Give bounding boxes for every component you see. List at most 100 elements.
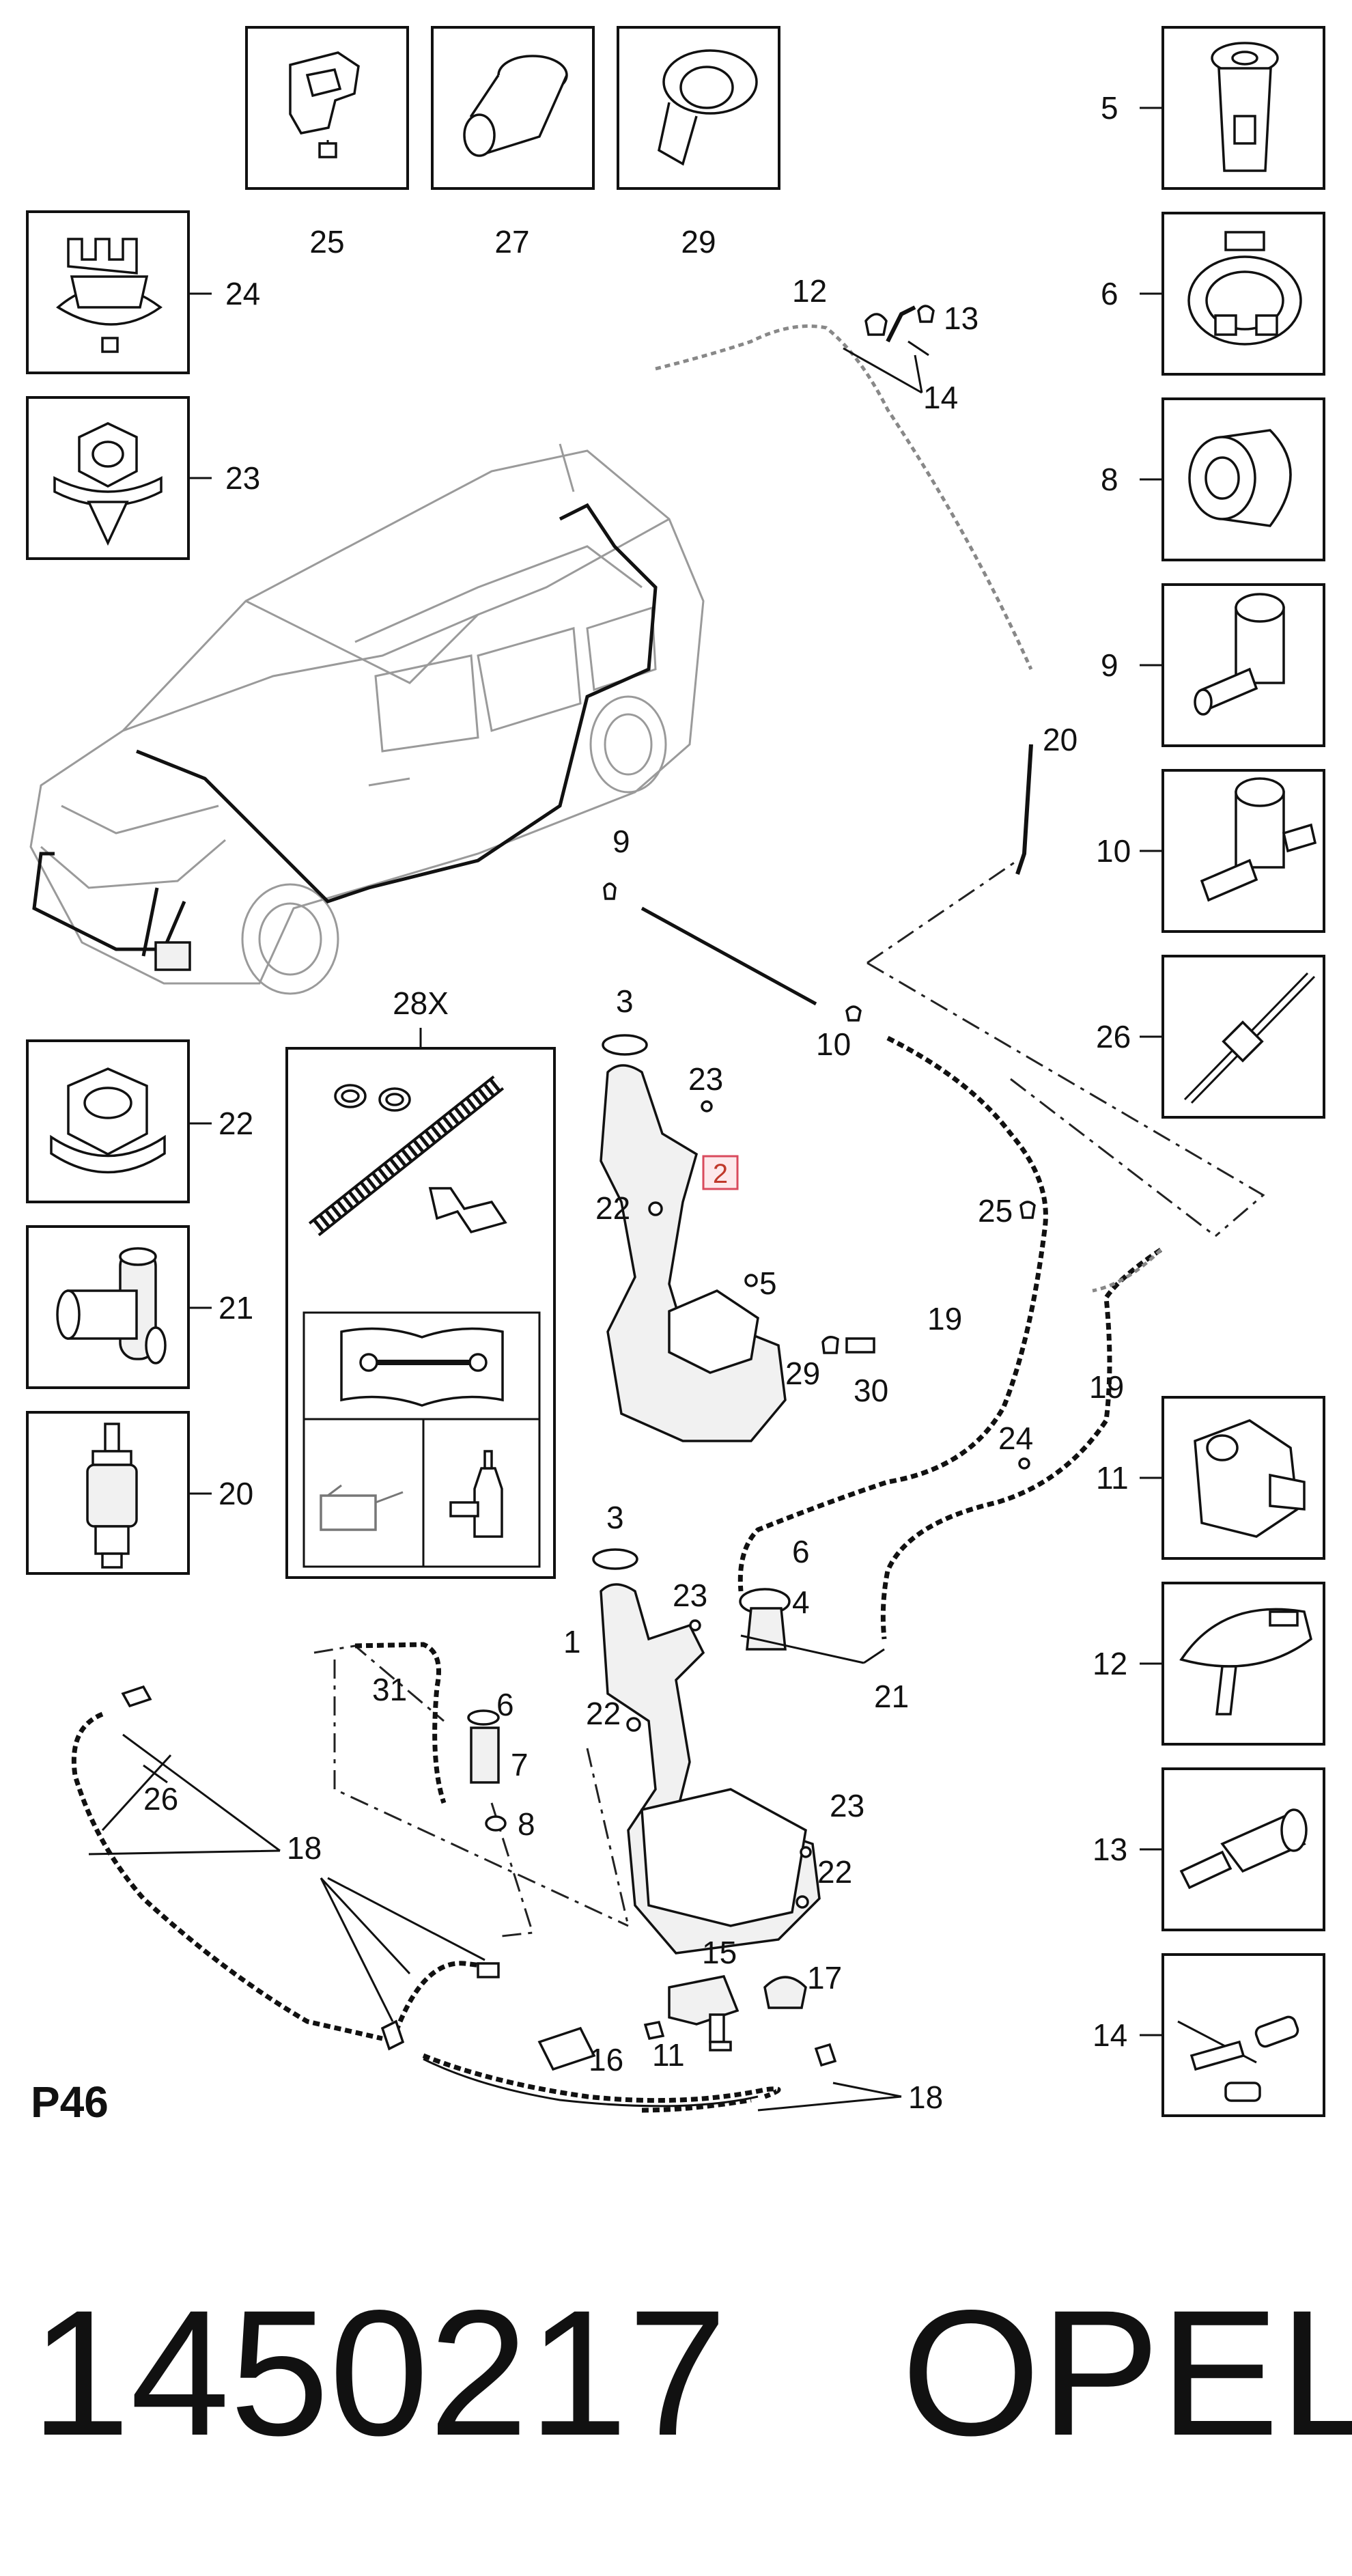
callout-diagram-17: 17	[807, 1960, 842, 1996]
check-valve-10	[845, 1005, 862, 1022]
part-box-12[interactable]	[1161, 1582, 1325, 1746]
callout-diagram-5: 5	[759, 1265, 777, 1301]
vehicle-outline	[29, 443, 705, 995]
callout-diagram-12: 12	[792, 273, 827, 309]
part-box-27[interactable]	[431, 26, 595, 190]
callout-10: 10	[1096, 833, 1131, 869]
rear-washer-hose	[655, 324, 1033, 671]
manual-book-wrench-icon	[340, 1327, 504, 1407]
nozzle-17	[763, 1976, 807, 2009]
callout-14: 14	[1093, 2017, 1127, 2053]
callout-diagram-15: 15	[702, 1935, 737, 1970]
part-box-5[interactable]	[1161, 26, 1325, 190]
callout-23: 23	[225, 460, 260, 496]
cover-16	[537, 2026, 596, 2071]
reservoir-2[interactable]	[600, 1064, 787, 1442]
callout-20: 20	[219, 1476, 253, 1511]
dashed-reference-lines	[867, 859, 1265, 1237]
callout-diagram-20: 20	[1043, 722, 1078, 757]
callout-diagram-1: 1	[563, 1624, 581, 1660]
kit-box-28x[interactable]	[285, 1047, 556, 1579]
callout-diagram-19-upper: 19	[927, 1301, 962, 1336]
pump-4	[746, 1607, 787, 1651]
callout-26: 26	[1096, 1019, 1131, 1054]
nozzle-12-rear	[864, 313, 888, 336]
callout-diagram-19-lower: 19	[1089, 1369, 1124, 1405]
callout-diagram-21: 21	[874, 1679, 909, 1714]
nozzle-15	[668, 1974, 740, 2026]
callout-22: 22	[219, 1106, 253, 1141]
part-box-22[interactable]	[26, 1039, 190, 1203]
callout-diagram-6-upper: 6	[792, 1534, 810, 1569]
part-box-9[interactable]	[1161, 583, 1325, 747]
callout-8: 8	[1101, 462, 1118, 497]
part-box-21[interactable]	[26, 1225, 190, 1389]
part-box-8[interactable]	[1161, 397, 1325, 561]
callout-21: 21	[219, 1290, 253, 1326]
part-number: 1450217	[31, 2273, 727, 2473]
part-box-23[interactable]	[26, 396, 190, 560]
part-box-20[interactable]	[26, 1411, 190, 1575]
connector-25	[1019, 1201, 1036, 1219]
svg-text:2: 2	[713, 1159, 728, 1189]
hose-31	[354, 1642, 447, 1804]
part-box-29[interactable]	[617, 26, 780, 190]
callout-diagram-22-mid: 22	[586, 1696, 621, 1731]
callout-9: 9	[1101, 647, 1118, 683]
part-box-10[interactable]	[1161, 769, 1325, 933]
part-box-11[interactable]	[1161, 1396, 1325, 1560]
callout-diagram-18-lower: 18	[908, 2080, 943, 2115]
callout-12: 12	[1093, 1646, 1127, 1681]
callout-25: 25	[309, 224, 344, 260]
callout-diagram-23-lower: 23	[830, 1788, 864, 1823]
check-valve-9	[603, 882, 617, 900]
callout-diagram-9: 9	[612, 824, 630, 859]
callout-24: 24	[225, 276, 260, 311]
callout-diagram-24: 24	[998, 1420, 1033, 1456]
kit-label-28x: 28X	[393, 985, 449, 1021]
highlighted-callout-2[interactable]: 2	[702, 1155, 739, 1190]
oil-can-icon	[320, 1484, 404, 1531]
callout-diagram-8: 8	[518, 1806, 535, 1842]
part-box-25[interactable]	[245, 26, 409, 190]
grease-bottle-icon	[449, 1450, 503, 1538]
callout-11: 11	[1096, 1460, 1129, 1496]
callout-diagram-4: 4	[792, 1584, 810, 1620]
callout-diagram-30: 30	[854, 1373, 888, 1408]
callout-diagram-18-upper: 18	[287, 1830, 322, 1866]
callout-diagram-14: 14	[923, 380, 958, 415]
callout-diagram-23-mid: 23	[673, 1578, 707, 1613]
callout-diagram-31: 31	[372, 1672, 407, 1707]
page-code: P46	[31, 2077, 109, 2127]
connector-11	[643, 2020, 665, 2041]
callout-diagram-6-lower: 6	[496, 1687, 514, 1722]
callout-diagram-7: 7	[511, 1747, 529, 1782]
part-box-6[interactable]	[1161, 212, 1325, 376]
hose-18-bottom	[422, 2053, 781, 2113]
callout-diagram-29: 29	[785, 1356, 820, 1391]
callout-diagram-11: 11	[652, 2037, 685, 2073]
hose-18-left	[71, 1711, 383, 2041]
callout-13: 13	[1093, 1832, 1127, 1867]
part-box-13[interactable]	[1161, 1767, 1325, 1931]
part-box-14[interactable]	[1161, 1953, 1325, 2117]
hose-19-rear	[737, 1035, 1048, 1592]
callout-diagram-25: 25	[978, 1193, 1013, 1229]
seal-6-b	[467, 1709, 500, 1726]
grommet-8	[485, 1815, 507, 1832]
callout-diagram-13: 13	[944, 300, 978, 336]
part-box-24[interactable]	[26, 210, 190, 374]
cap-3-lower	[592, 1548, 638, 1570]
callout-diagram-23-upper: 23	[688, 1061, 723, 1097]
cap-3-upper	[602, 1034, 648, 1056]
callout-diagram-22-upper: 22	[595, 1190, 630, 1226]
callout-5: 5	[1101, 90, 1118, 126]
callout-diagram-3-lower: 3	[606, 1500, 624, 1535]
callout-diagram-26: 26	[143, 1781, 178, 1817]
callout-diagram-16: 16	[589, 2042, 623, 2077]
part-box-26[interactable]	[1161, 955, 1325, 1119]
hose-18-mid	[393, 1961, 492, 2033]
callout-diagram-22-lower: 22	[817, 1854, 852, 1890]
wiring-harness	[32, 503, 658, 957]
